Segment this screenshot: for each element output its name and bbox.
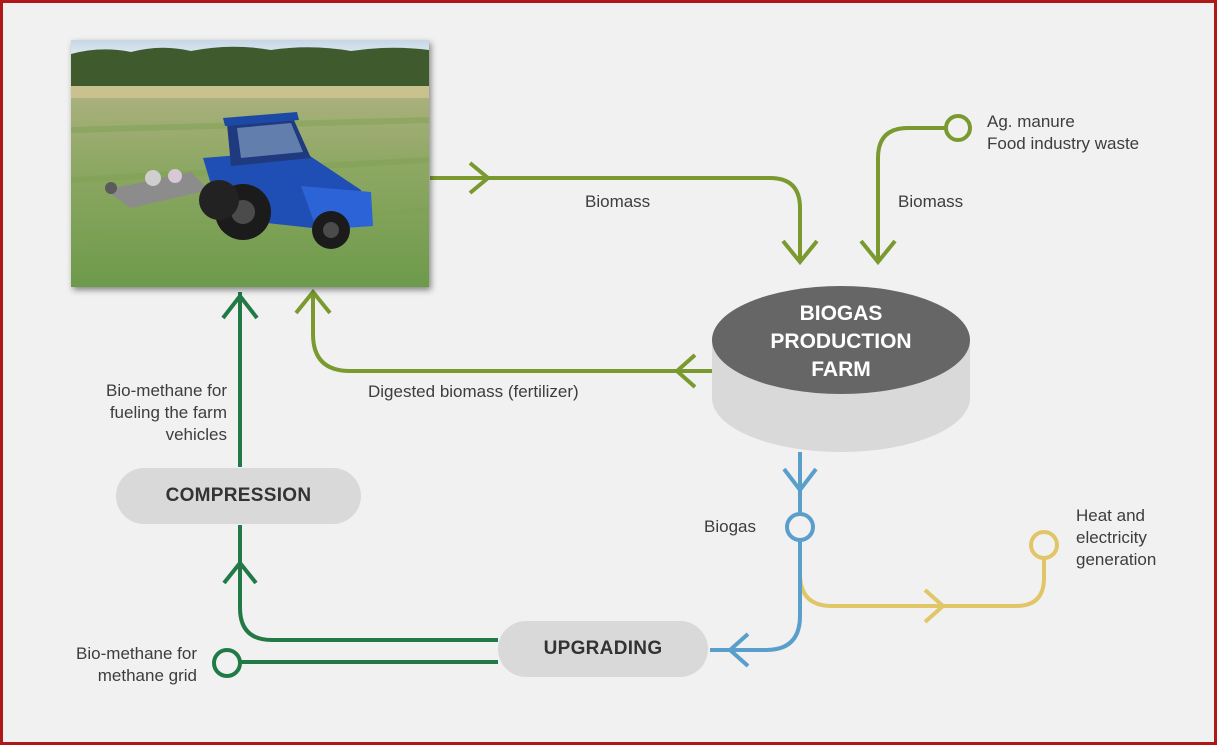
heat-line: Heat and — [1076, 506, 1145, 525]
biomass-label-left: Biomass — [585, 192, 651, 211]
arrow-chevron-down — [781, 239, 819, 266]
arrow-chevron-right — [923, 588, 947, 624]
arrow-chevron-down — [782, 467, 818, 494]
tractor-field-illustration — [71, 40, 429, 287]
arrow-chevron-up — [294, 288, 332, 315]
biogas-label: Biogas — [704, 517, 756, 536]
feedstock-label: Ag. manure Food industry waste — [987, 111, 1139, 155]
biogas-tank — [712, 286, 970, 452]
upgrading-node: UPGRADING — [498, 621, 708, 677]
tank-label-line: BIOGAS — [799, 302, 883, 325]
fueling-line: fueling the farm — [109, 403, 227, 422]
arrow-chevron-up — [222, 559, 258, 585]
heat-generation-node — [1029, 530, 1059, 560]
digested-flow — [311, 291, 712, 373]
heat-line: generation — [1076, 550, 1157, 569]
biogas-production-farm-label: BIOGAS PRODUCTION FARM — [712, 300, 970, 384]
feedstock-line: Food industry waste — [987, 134, 1140, 153]
arrow-chevron-up — [221, 292, 259, 320]
fueling-label: Bio-methane for fueling the farm vehicle… — [60, 380, 227, 446]
grid-line: methane grid — [97, 666, 197, 685]
tractor-photo — [71, 40, 429, 287]
tank-label-line: PRODUCTION — [770, 330, 912, 353]
arrow-chevron-down — [859, 239, 897, 266]
biomass-flow-right — [876, 126, 946, 262]
biogas-junction-node — [785, 512, 815, 542]
arrow-chevron-left — [726, 632, 750, 668]
grid-line: Bio-methane for — [76, 644, 197, 663]
digested-biomass-label: Digested biomass (fertilizer) — [368, 382, 579, 401]
biomass-label-right: Biomass — [898, 192, 964, 211]
biomass-flow-left — [430, 176, 802, 262]
heat-electricity-label: Heat and electricity generation — [1076, 505, 1156, 571]
fueling-line: vehicles — [165, 425, 227, 444]
methane-grid-label: Bio-methane for methane grid — [30, 643, 197, 687]
fueling-line: Bio-methane for — [106, 381, 227, 400]
arrow-chevron-right — [468, 161, 492, 195]
heat-line: electricity — [1076, 528, 1147, 547]
manure-source-node — [944, 114, 972, 142]
arrow-chevron-left — [673, 353, 697, 389]
upgrading-to-compression-flow — [238, 525, 498, 642]
heat-flow — [798, 540, 1046, 608]
compression-node: COMPRESSION — [116, 468, 361, 524]
grid-node — [212, 648, 242, 678]
feedstock-line: Ag. manure — [987, 112, 1075, 131]
upgrading-feed-flow — [710, 540, 802, 652]
tank-label-line: FARM — [811, 358, 871, 381]
